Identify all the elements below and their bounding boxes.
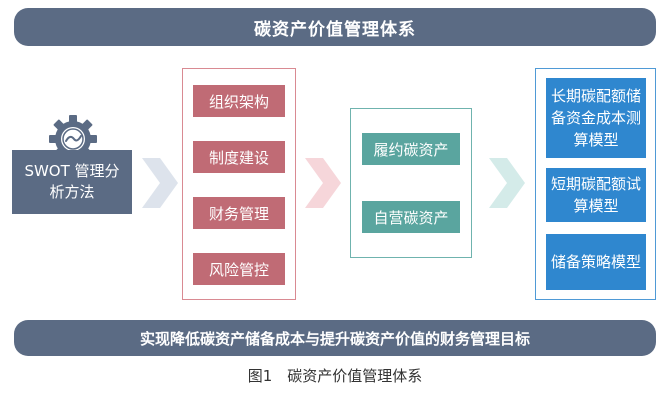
swot-method-box: SWOT 管理分析方法: [12, 150, 132, 214]
model-item-strategy: 储备策略模型: [546, 234, 646, 290]
model-item-short-term: 短期碳配额试算模型: [546, 168, 646, 222]
management-panel: [182, 68, 296, 300]
figure-caption: 图1 碳资产价值管理体系: [247, 367, 423, 385]
chevron-right-icon: [142, 158, 178, 208]
diagram-title: 碳资产价值管理体系: [14, 8, 656, 46]
chevron-right-icon: [305, 158, 341, 208]
management-item-org: 组织架构: [193, 85, 285, 117]
model-item-long-term: 长期碳配额储备资金成本测算模型: [546, 78, 646, 158]
asset-item-proprietary: 自营碳资产: [362, 201, 460, 233]
asset-item-compliance: 履约碳资产: [362, 133, 460, 165]
goal-banner: 实现降低碳资产储备成本与提升碳资产价值的财务管理目标: [14, 320, 656, 356]
model-panel: [535, 68, 656, 300]
management-item-system: 制度建设: [193, 141, 285, 173]
chevron-right-icon: [489, 158, 525, 208]
asset-panel: [350, 108, 472, 258]
management-item-risk: 风险管控: [193, 253, 285, 285]
management-item-finance: 财务管理: [193, 197, 285, 229]
